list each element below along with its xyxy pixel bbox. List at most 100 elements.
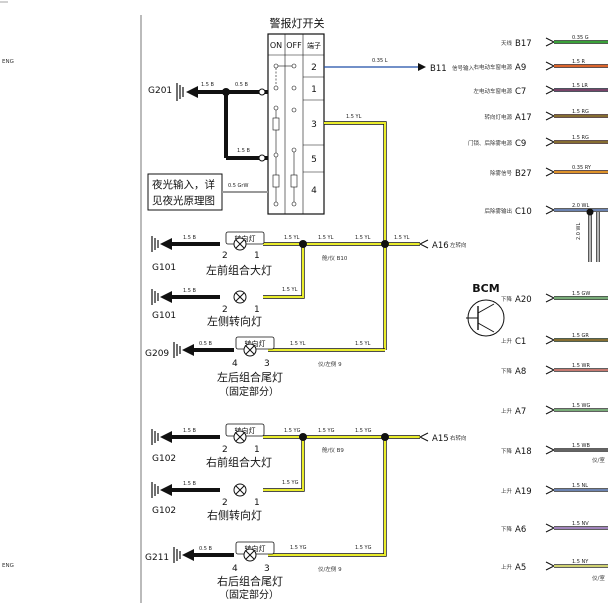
svg-text:右转向: 右转向 (450, 434, 467, 442)
bcm-pin-connector (545, 485, 556, 495)
bcm-pin-desc: 门锁、后除雾电源 (468, 139, 513, 147)
svg-text:左侧转向灯: 左侧转向灯 (207, 314, 262, 328)
bcm-pin-desc: 天线 (501, 39, 513, 47)
svg-text:0.35 L: 0.35 L (372, 58, 388, 64)
lamp-left-side: G101 1.5 B 2 1 左侧转向灯 (151, 288, 262, 328)
bcm-pin-desc: 下降 (501, 447, 513, 455)
svg-text:0.5 B: 0.5 B (199, 341, 213, 347)
svg-text:1: 1 (254, 498, 260, 508)
svg-text:左后组合尾灯: 左后组合尾灯 (217, 370, 283, 384)
ground-g102-b: G102 (152, 506, 176, 516)
bcm-pin-desc: 上升 (501, 563, 513, 571)
eng-label-top: ENG (2, 59, 14, 65)
svg-text:1.5 YG: 1.5 YG (284, 428, 301, 434)
bcm-pin-connector (545, 405, 556, 415)
bcm-pin-desc: 下降 (501, 295, 513, 303)
svg-text:夜光输入，详: 夜光输入，详 (152, 178, 215, 191)
bcm-title: BCM (472, 282, 499, 295)
svg-text:0.5 B: 0.5 B (235, 82, 249, 88)
col-on: ON (270, 41, 282, 50)
ground-g209: G209 (145, 349, 169, 359)
svg-text:4: 4 (232, 359, 238, 369)
svg-text:1: 1 (254, 445, 260, 455)
svg-text:转向灯: 转向灯 (235, 426, 256, 435)
lamp-left-front: G101 1.5 B 转向灯 2 1 左前组合大灯 (151, 231, 272, 277)
bcm-pin-id: A8 (515, 367, 526, 377)
svg-text:B11: B11 (430, 64, 447, 74)
svg-text:1.5 B: 1.5 B (237, 148, 251, 154)
term-4: 4 (311, 186, 317, 196)
svg-text:转向灯: 转向灯 (245, 544, 266, 553)
svg-text:右前组合大灯: 右前组合大灯 (206, 455, 272, 469)
bcm-pin-desc: 右电动车窗电源 (473, 63, 512, 71)
term-5: 5 (311, 155, 317, 165)
bcm-pin-connector (545, 137, 556, 147)
svg-text:3: 3 (264, 564, 270, 574)
svg-text:（固定部分）: （固定部分） (219, 385, 279, 398)
ground-g101-b: G101 (152, 311, 176, 321)
bcm-pin-desc: 上升 (501, 337, 513, 345)
bcm-wire-label: 2.0 WL (572, 203, 589, 209)
bcm-pin-desc: 左电动车窗电源 (473, 87, 512, 95)
bcm-wire-label: 1.5 R (572, 59, 586, 65)
bcm-pin-id: A6 (515, 525, 526, 535)
bcm-wire-label: 1.5 NY (572, 559, 589, 565)
col-off: OFF (286, 41, 302, 50)
svg-text:左转向: 左转向 (450, 241, 467, 249)
svg-text:0.5 B: 0.5 B (199, 546, 213, 552)
bcm-pin-id: C1 (515, 337, 526, 347)
bcm-pin-desc: 下降 (501, 367, 513, 375)
svg-text:1.5 YL: 1.5 YL (284, 235, 300, 241)
svg-text:1.5 YL: 1.5 YL (355, 341, 371, 347)
bcm-pin-desc: 上升 (501, 407, 513, 415)
bcm-pin-desc: 转向灯电源 (484, 113, 512, 121)
svg-text:（固定部分）: （固定部分） (219, 588, 279, 601)
bcm-pin-id: A17 (515, 113, 532, 123)
bcm-pin-connector (545, 85, 556, 95)
bcm-side-label: 仪/室 (592, 574, 605, 582)
svg-text:A15: A15 (432, 434, 449, 444)
svg-text:1.5 YL: 1.5 YL (318, 235, 334, 241)
col-terminal: 端子 (307, 41, 321, 50)
ground-g102-a: G102 (152, 454, 176, 464)
g201-circuit: G201 1.5 B 0.5 B 1.5 B (148, 82, 268, 162)
lamp-right-side: G102 1.5 B 2 1 右侧转向灯 (151, 481, 262, 522)
bcm-wire-label: 1.5 NL (572, 483, 588, 489)
bcm-pin-connector (545, 523, 556, 533)
svg-text:1.5 YL: 1.5 YL (290, 341, 306, 347)
bcm-wire-label: 1.5 RG (572, 109, 589, 115)
svg-text:0.5 GrW: 0.5 GrW (228, 183, 248, 189)
lamp-right-rear: G211 0.5 B 转向灯 4 3 右后组合尾灯 （固定部分） (145, 541, 283, 601)
svg-text:1: 1 (254, 251, 260, 261)
svg-text:4: 4 (232, 564, 238, 574)
svg-text:仪/左侧 9: 仪/左侧 9 (318, 360, 342, 368)
bcm-pin-connector (545, 167, 556, 177)
bcm-pin-id: A7 (515, 407, 526, 417)
ground-g201: G201 (148, 86, 172, 96)
bcm-pin-id: C10 (515, 207, 532, 217)
svg-text:左前组合大灯: 左前组合大灯 (206, 263, 272, 277)
bcm-wire-label: 1.5 GW (572, 291, 590, 297)
ground-g211: G211 (145, 553, 169, 563)
term-3: 3 (311, 120, 317, 130)
svg-text:3: 3 (264, 359, 270, 369)
bcm-pin-id: A19 (515, 487, 532, 497)
bcm-pin-connector (545, 445, 556, 455)
bcm-pin-desc: 除雾信号 (490, 169, 513, 177)
svg-text:1.5 B: 1.5 B (183, 288, 197, 294)
svg-text:1.5 YG: 1.5 YG (290, 545, 307, 551)
b11-connector: 0.35 L B11 信号输入 (324, 58, 475, 74)
term-2: 2 (311, 63, 317, 73)
svg-text:2: 2 (222, 305, 228, 315)
svg-text:舱/仪 B10: 舱/仪 B10 (322, 254, 348, 262)
